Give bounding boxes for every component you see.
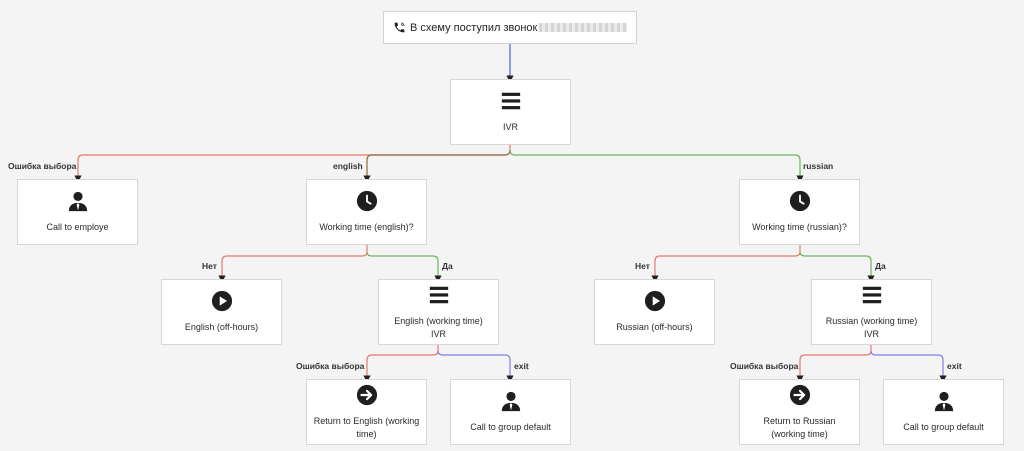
node-label: Call to employe: [46, 222, 109, 232]
russian-call-group-node[interactable]: Call to group default: [883, 379, 1004, 445]
edge-label-error: Ошибка выбора: [296, 361, 365, 371]
node-label: Return to English (working time): [313, 415, 420, 439]
edge-label-error: Ошибка выбора: [730, 361, 799, 371]
edge-label-error: Ошибка выбора: [8, 161, 77, 171]
edge-label-no: Нет: [202, 261, 217, 271]
edge-ivr-russian: [509, 149, 804, 183]
english-working-ivr-node[interactable]: English (working time) IVR: [378, 279, 499, 345]
arrow-right-icon: [789, 384, 810, 405]
menu-icon: [862, 286, 881, 303]
node-label: English (off-hours): [184, 322, 259, 332]
edge-label-russian: russian: [803, 161, 834, 171]
clock-icon: [789, 190, 810, 212]
edge-ivr-english: [363, 149, 511, 183]
ivr-node[interactable]: IVR: [450, 79, 571, 145]
node-label: Working time (russian)?: [752, 222, 847, 232]
edge-label-yes: Да: [875, 261, 886, 271]
node-label: Call to group default: [903, 422, 984, 432]
working-time-russian-node[interactable]: Working time (russian)?: [739, 179, 860, 245]
call-employee-node[interactable]: Call to employe: [17, 179, 138, 245]
node-label: Call to group default: [470, 422, 551, 432]
person-icon: [68, 191, 87, 212]
edge-ru-ivr-error: [796, 345, 872, 383]
working-time-english-node[interactable]: Working time (english)?: [306, 179, 427, 245]
russian-off-hours-node[interactable]: Russian (off-hours): [594, 279, 715, 345]
masked-phone-number: [539, 23, 628, 32]
call-start-node[interactable]: В схему поступил звонок: [383, 11, 637, 44]
person-icon: [501, 391, 520, 412]
english-off-hours-node[interactable]: English (off-hours): [161, 279, 282, 345]
edge-en-ivr-error: [363, 345, 439, 383]
node-label: Russian (off-hours): [616, 322, 693, 332]
edge-en-no: [218, 245, 368, 283]
return-english-node[interactable]: Return to English (working time): [306, 379, 427, 445]
edge-en-yes: [366, 251, 442, 283]
edge-ivr-error: [74, 145, 511, 183]
arrow-right-icon: [356, 384, 377, 405]
menu-icon: [501, 92, 520, 110]
edge-ru-no: [651, 245, 801, 283]
menu-icon: [429, 286, 448, 303]
edge-label-exit: exit: [514, 361, 529, 371]
russian-working-ivr-node[interactable]: Russian (working time) IVR: [811, 279, 932, 345]
play-icon: [211, 290, 232, 312]
edge-label-exit: exit: [947, 361, 962, 371]
node-label: Return to Russian (working time): [763, 415, 836, 439]
person-icon: [934, 391, 953, 412]
node-label: English (working time) IVR: [394, 315, 483, 339]
edge-en-ivr-exit: [437, 350, 514, 383]
return-russian-node[interactable]: Return to Russian (working time): [739, 379, 860, 445]
node-label: Working time (english)?: [319, 222, 414, 232]
phone-icon: [394, 22, 405, 33]
edge-label-yes: Да: [442, 261, 453, 271]
node-label: IVR: [502, 122, 518, 132]
play-icon: [644, 290, 665, 312]
edge-ru-ivr-exit: [870, 350, 947, 383]
node-label: Russian (working time) IVR: [825, 315, 918, 339]
edge-label-no: Нет: [635, 261, 650, 271]
edge-ru-yes: [799, 251, 875, 283]
edge-label-english: english: [333, 161, 363, 171]
clock-icon: [356, 190, 377, 212]
english-call-group-node[interactable]: Call to group default: [450, 379, 571, 445]
start-text: В схему поступил звонок: [410, 21, 538, 34]
